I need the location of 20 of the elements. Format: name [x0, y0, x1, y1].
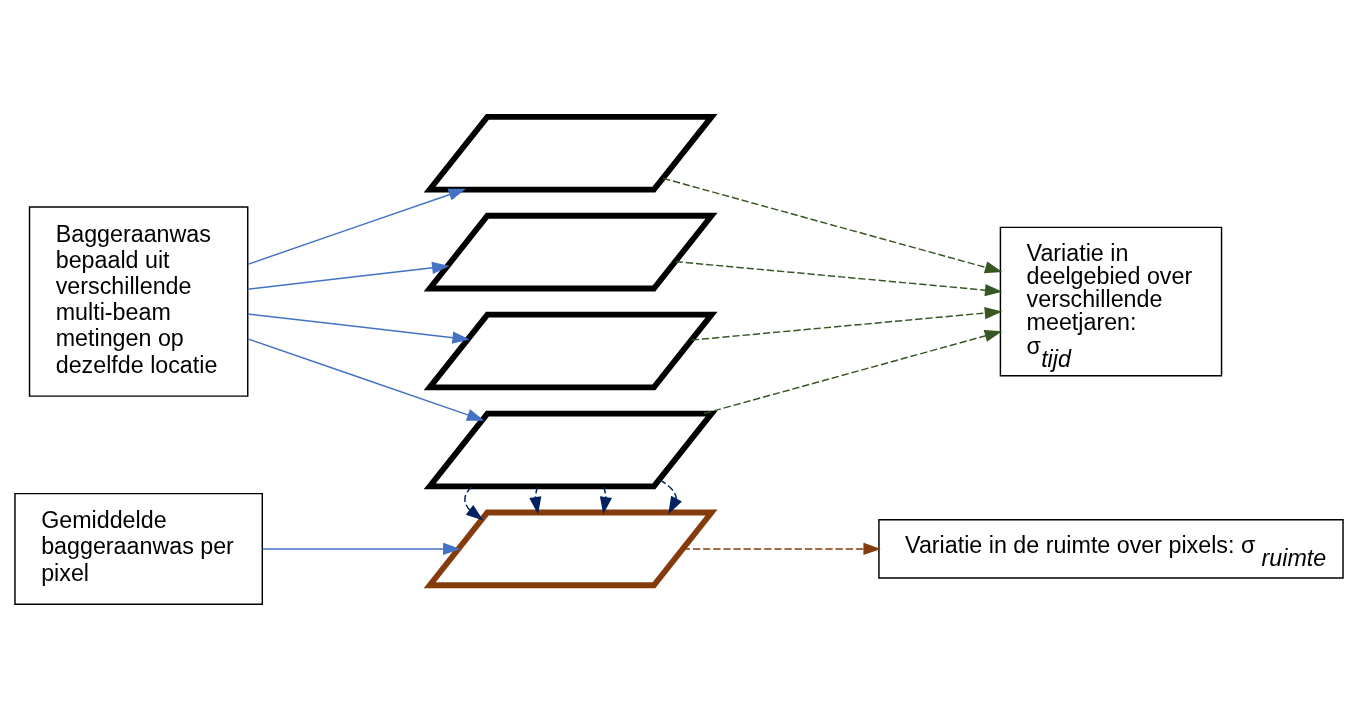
node-grid: [423, 311, 718, 390]
node-grid: [423, 212, 718, 291]
arrow: [247, 337, 485, 421]
arrow: [682, 542, 881, 555]
arrow: [247, 312, 470, 344]
arrow: [261, 542, 461, 555]
node-box: Gemiddelde baggeraanwas per pixel: [14, 492, 263, 605]
arrow: [247, 261, 450, 290]
node-grid: [423, 113, 718, 192]
arrow: [658, 478, 682, 514]
arrow: [691, 306, 1003, 341]
arrow: [464, 485, 484, 520]
arrow: [703, 329, 1003, 414]
arrow: [662, 177, 1003, 273]
arrow: [247, 188, 467, 265]
arrow: [529, 485, 542, 514]
arrow: [674, 260, 1003, 296]
arrow: [599, 485, 612, 514]
node-grid: [423, 509, 718, 588]
node-box: Baggeraanwas bepaald uit verschillende multi-beam metingen op dezelfde locatie: [28, 205, 249, 397]
